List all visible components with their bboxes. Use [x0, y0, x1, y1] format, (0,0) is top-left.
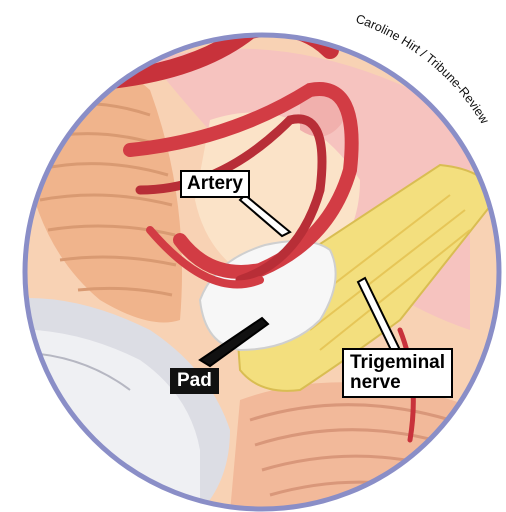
nerve-label-line2: nerve: [350, 373, 445, 393]
nerve-label-line1: Trigeminal: [350, 353, 445, 373]
trigeminal-nerve-label: Trigeminal nerve: [342, 348, 453, 398]
artery-label: Artery: [180, 170, 250, 198]
pad-label: Pad: [170, 368, 219, 394]
